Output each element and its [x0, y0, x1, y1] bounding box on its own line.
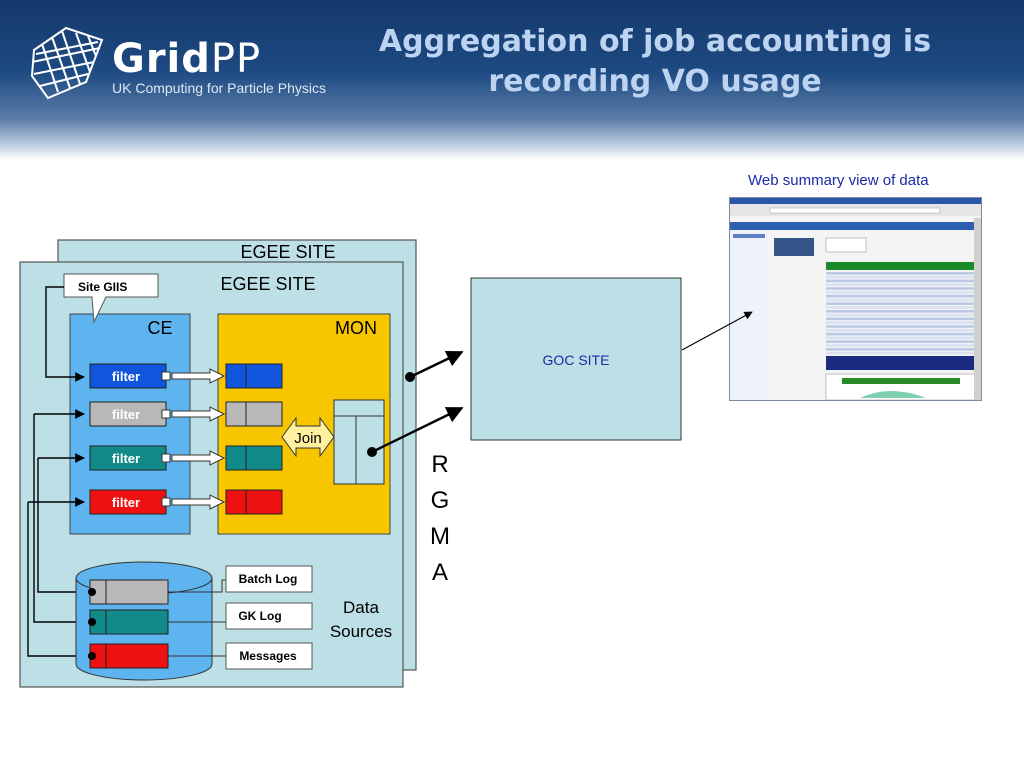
page-title-line-1: Aggregation of job accounting is: [378, 24, 932, 59]
log-label-gk: GK Log: [238, 609, 281, 623]
web-summary-screenshot-image: [730, 198, 981, 400]
rgma-letter-g: G: [431, 487, 450, 514]
gridpp-logo-icon: [30, 26, 104, 100]
web-summary-screenshot: [729, 197, 982, 401]
feed-lines: [27, 286, 92, 657]
filter-label-3: filter: [112, 451, 140, 466]
data-source-tables: [89, 579, 169, 669]
log-label-messages: Messages: [239, 649, 297, 663]
log-box-gk: GK Log: [225, 602, 313, 630]
page-title-line-2: recording VO usage: [488, 64, 822, 99]
rgma-letter-m: M: [430, 523, 450, 550]
rgma-arrows: [371, 350, 464, 454]
join-table: [333, 399, 385, 485]
filter-to-mon-arrows: [161, 368, 226, 510]
mon-tables: [225, 363, 283, 515]
mon-output-dot: [405, 372, 415, 382]
egee-site-back-label: EGEE SITE: [240, 242, 335, 262]
join-label: Join: [294, 430, 322, 447]
data-sources-label-1: Data: [343, 598, 379, 617]
egee-site-front-label: EGEE SITE: [220, 274, 315, 294]
logo-subtitle: UK Computing for Particle Physics: [112, 80, 326, 96]
data-sources-label-2: Sources: [330, 622, 392, 641]
rgma-letter-r: R: [431, 451, 448, 478]
log-box-messages: Messages: [225, 642, 313, 670]
filter-label-2: filter: [112, 407, 140, 422]
mon-label: MON: [335, 318, 377, 338]
filter-label-1: filter: [112, 369, 140, 384]
site-giis-callout: [63, 273, 159, 324]
data-source-dots: [88, 588, 96, 660]
site-giis-label: Site GIIS: [78, 280, 127, 294]
web-summary-caption: Web summary view of data: [748, 172, 929, 189]
logo-wordmark: GridPP: [112, 36, 262, 82]
log-box-batch: Batch Log: [225, 565, 313, 593]
rgma-letter-a: A: [432, 559, 448, 586]
header-banner: GridPP UK Computing for Particle Physics…: [0, 0, 1024, 160]
goc-to-web-arrow: [681, 311, 753, 351]
goc-site-box: [470, 277, 682, 441]
ce-label: CE: [147, 318, 172, 338]
filter-blue: filter: [89, 363, 167, 389]
filter-teal: filter: [89, 445, 167, 471]
log-label-batch: Batch Log: [239, 572, 298, 586]
filter-grey: filter: [89, 401, 167, 427]
filter-label-4: filter: [112, 495, 140, 510]
filter-red: filter: [89, 489, 167, 515]
page-title: Aggregation of job accounting is recordi…: [360, 22, 950, 102]
join-output-dot: [367, 447, 377, 457]
goc-site-label: GOC SITE: [543, 352, 610, 368]
